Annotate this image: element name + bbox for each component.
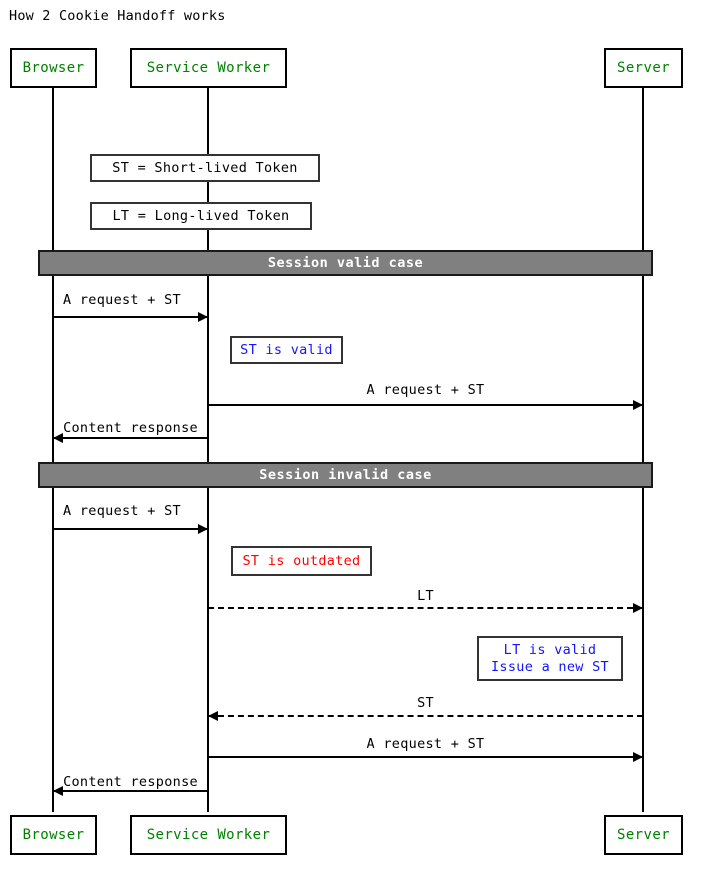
note-text-line: ST is outdated [242, 552, 361, 569]
msg-6-arrowhead [208, 711, 218, 721]
msg-7-label: A request + ST [366, 736, 485, 752]
msg-6-line [208, 715, 643, 717]
msg-4-arrowhead [198, 524, 208, 534]
lifeline-worker [207, 88, 209, 812]
msg-8-label: Content response [63, 774, 198, 790]
participant-label: Server [617, 827, 670, 843]
note-st-outdated: ST is outdated [231, 546, 372, 576]
group-label: Session invalid case [259, 467, 432, 483]
participant-browser-header[interactable]: Browser [10, 48, 97, 88]
note-text-line: ST is valid [240, 341, 333, 358]
msg-3-arrowhead [53, 433, 63, 443]
note-text: ST = Short-lived Token [112, 159, 298, 176]
participant-label: Browser [22, 827, 85, 843]
lifeline-browser [52, 88, 54, 812]
participant-worker-footer[interactable]: Service Worker [130, 815, 287, 855]
msg-1-label: A request + ST [63, 292, 181, 308]
lifeline-server [642, 88, 644, 812]
participant-worker-header[interactable]: Service Worker [130, 48, 287, 88]
group-valid: Session valid case [38, 250, 653, 276]
msg-5-label: LT [417, 588, 434, 604]
msg-7-line [208, 756, 643, 758]
participant-label: Service Worker [146, 827, 271, 843]
note-text-line: Issue a new ST [491, 658, 609, 675]
msg-2-arrowhead [633, 400, 643, 410]
participant-server-header[interactable]: Server [604, 48, 683, 88]
note-st: ST = Short-lived Token [90, 154, 320, 182]
msg-3-line [53, 437, 208, 439]
note-lt: LT = Long-lived Token [90, 202, 312, 230]
participant-label: Service Worker [146, 60, 271, 76]
msg-1-line [53, 316, 208, 318]
msg-1-arrowhead [198, 312, 208, 322]
msg-4-line [53, 528, 208, 530]
note-text-line: LT is valid [503, 641, 597, 658]
participant-server-footer[interactable]: Server [604, 815, 683, 855]
participant-label: Browser [22, 60, 85, 76]
note-text: LT = Long-lived Token [112, 207, 290, 224]
msg-8-line [53, 790, 208, 792]
msg-4-label: A request + ST [63, 503, 181, 519]
participant-browser-footer[interactable]: Browser [10, 815, 97, 855]
msg-8-arrowhead [53, 786, 63, 796]
msg-2-line [208, 404, 643, 406]
msg-7-arrowhead [633, 752, 643, 762]
msg-6-label: ST [417, 695, 434, 711]
msg-5-arrowhead [633, 603, 643, 613]
msg-2-label: A request + ST [366, 382, 485, 398]
group-invalid: Session invalid case [38, 462, 653, 488]
msg-3-label: Content response [63, 420, 198, 436]
note-st-valid: ST is valid [230, 336, 343, 364]
group-label: Session valid case [267, 255, 424, 271]
diagram-title: How 2 Cookie Handoff works [9, 8, 226, 24]
participant-label: Server [617, 60, 670, 76]
msg-5-line [208, 607, 643, 609]
